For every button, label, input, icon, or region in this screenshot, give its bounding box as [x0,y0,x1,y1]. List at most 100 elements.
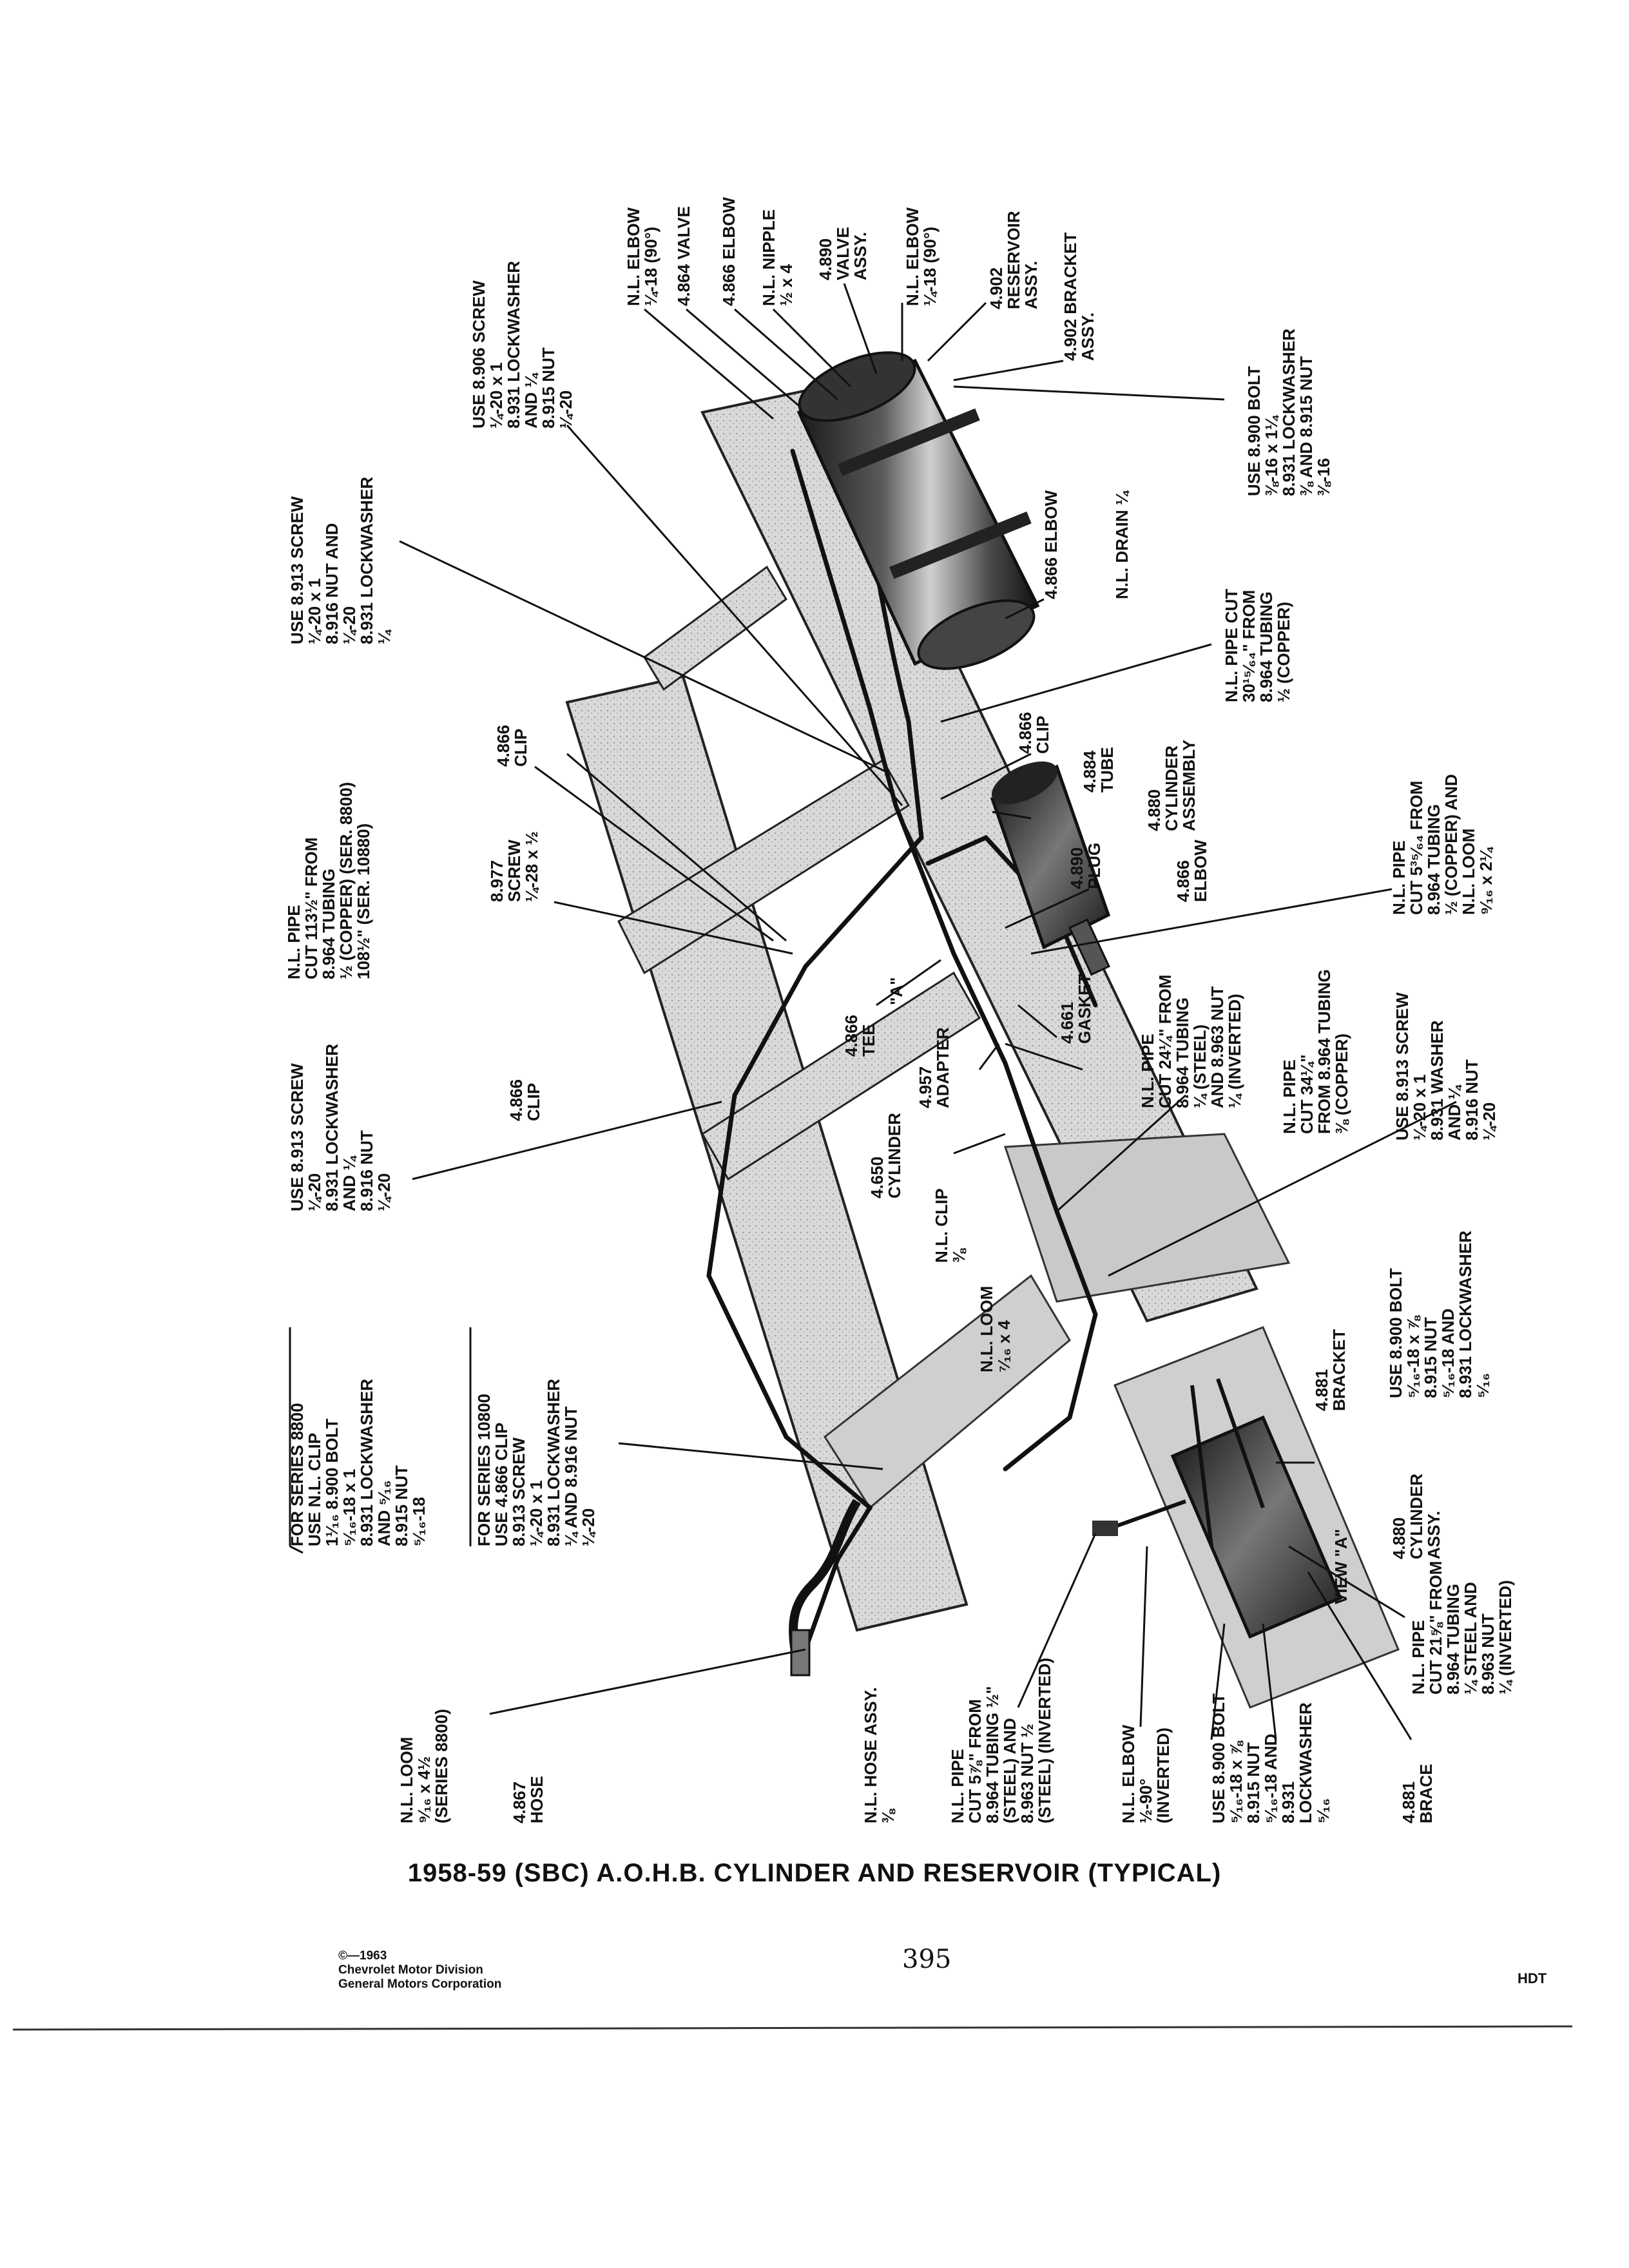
callout-line: ¼-28 x ½ [522,831,541,902]
callout-label: N.L. ELBOW¼-18 (90°) [624,207,660,306]
callout-line: ¼-20 [556,390,575,428]
callout-label: USE 8.913 SCREW¼-208.931 LOCKWASHERAND ¼… [287,1044,394,1211]
callout-line: CLIP [524,1083,543,1121]
callout-label: USE 8.900 BOLT⅜-16 x 1¼8.931 LOCKWASHER⅜… [1244,329,1333,496]
callout-line: ADAPTER [933,1027,952,1108]
callout-label: N.L. HOSE ASSY.⅜ [861,1687,898,1823]
callout-label: N.L. DRAIN ¼ [1112,490,1132,599]
callout-line: 8.931 LOCKWASHER [357,477,376,644]
callout-line: GASKET [1075,974,1094,1044]
callout-line: 4.890 [816,238,835,280]
callout-line: USE 8.906 SCREW [469,280,488,428]
callout-line: ⅜ [949,1247,969,1263]
callout-line: CYLINDER [885,1113,904,1198]
callout-line: USE 8.900 BOLT [1209,1693,1228,1823]
callout-label: USE 8.900 BOLT⁵⁄₁₆-18 x ⅞8.915 NUT⁵⁄₁₆-1… [1209,1693,1333,1823]
callout-line: ¼-20 x 1 [1410,1074,1429,1140]
callout-labels: N.L. ELBOW¼-18 (90°) 4.864 VALVE 4.866 E… [284,197,1515,1823]
callout-label: 4.866TEE [842,1015,878,1057]
callout-label: N.L. LOOM⁹⁄₁₆ x 4½(SERIES 8800) [397,1709,451,1823]
callout-line: 8.963 NUT ½ [1017,1724,1037,1823]
diagram-title: 1958-59 (SBC) A.O.H.B. CYLINDER AND RESE… [407,1859,1222,1887]
callout-line: N.L. PIPE [1409,1620,1428,1695]
callout-line: ⁵⁄₁₆ [1313,1798,1333,1823]
callout-line: ¼ STEEL AND [1461,1582,1480,1695]
callout-line: ⁵⁄₁₆-18 AND [1261,1734,1280,1823]
callout-label: N.L. LOOM⁷⁄₁₆ x 4 [977,1286,1014,1372]
callout-line: ¼ AND 8.916 NUT [561,1407,581,1546]
callout-label: 4.902RESERVOIRASSY. [987,211,1041,309]
callout-label: 4.957ADAPTER [916,1027,952,1108]
callout-line: ¼-20 x 1 [305,578,324,644]
callout-line: 108½" (SER. 10880) [354,823,373,979]
callout-line: ⁵⁄₁₆-18 x ⅞ [1226,1740,1246,1823]
callout-line: 8.915 NUT [1421,1317,1440,1398]
callout-line: ⁵⁄₁₆-18 [409,1497,429,1546]
callout-line: AND ¼ [340,1155,359,1211]
section-code: HDT [1518,1970,1547,1986]
callout-label: 4.881BRACKET [1312,1329,1349,1411]
callout-line: USE 8.913 SCREW [1393,992,1412,1140]
callout-label: N.L. PIPE CUT30¹⁵⁄₆₄" FROM8.964 TUBING½ … [1222,589,1293,702]
callout-label: N.L. CLIP⅜ [932,1188,969,1263]
callout-line: N.L. PIPE [1138,1033,1157,1108]
copyright-line: General Motors Corporation [338,1977,502,1991]
page-number: 395 [902,1945,952,1974]
callout-line: ¼-20 [340,606,359,644]
callout-line: 8.964 TUBING [319,869,338,979]
callout-line: N.L. PIPE [1389,840,1409,915]
callout-label: 4.880CYLINDERASSY. [1389,1474,1443,1559]
callout-line: ⅜-16 x 1¼ [1262,414,1281,496]
callout-line: 4.884 [1080,750,1099,793]
callout-line: VIEW "A" [1331,1529,1351,1604]
callout-line: LOCKWASHER [1296,1702,1315,1823]
callout-line: 4.864 VALVE [674,206,693,306]
callout-label: USE 8.913 SCREW¼-20 x 18.916 NUT AND¼-20… [287,477,394,644]
callout-label: 4.866CLIP [1016,712,1052,754]
callout-line: N.L. HOSE ASSY. [861,1687,880,1823]
callout-line: 4.880 [1144,789,1164,831]
callout-label: 4.866ELBOW [1173,840,1210,902]
callout-line: CYLINDER [1162,745,1181,831]
callout-label: "A" [887,977,906,1005]
callout-label: N.L. PIPECUT 113½" FROM8.964 TUBING½ (CO… [284,782,373,979]
callout-line: N.L. ELBOW [903,207,922,306]
callout-line: AND ¼ [521,372,541,428]
callout-line: ½ (COPPER) (SER. 8800) [336,782,356,979]
callout-line: CUT 5³⁵⁄₆₄ FROM [1407,781,1426,915]
reservoir-tank [796,351,1040,670]
callout-line: 8.964 TUBING [1443,1584,1463,1695]
callout-line: (INVERTED) [1153,1727,1173,1823]
callout-line: ASSY. [851,232,870,280]
callout-line: USE 8.913 SCREW [287,1063,307,1211]
callout-line: 8.931 LOCKWASHER [1456,1231,1475,1398]
callout-label: 4.866 ELBOW [719,197,738,306]
callout-line: N.L. ELBOW [624,207,643,306]
callout-line: ⁵⁄₁₆-18 AND [1438,1309,1458,1398]
callout-line: RESERVOIR [1004,211,1023,309]
callout-line: 4.881 [1312,1369,1331,1411]
callout-label: 4.884TUBE [1080,747,1117,793]
callout-label: VIEW "A" [1331,1529,1351,1604]
callout-line: ¼-20 [305,1173,324,1211]
callout-line: ½ x 4 [776,264,796,306]
callout-line: ⁵⁄₁₆-18 x ⅞ [1403,1314,1423,1398]
callout-line: VALVE [833,227,853,280]
callout-line: N.L. LOOM [1459,829,1478,915]
callout-line: CUT 24¼" FROM [1155,975,1175,1108]
callout-line: 4.881 [1399,1782,1418,1823]
callout-label: 4.650CYLINDER [867,1113,904,1198]
callout-line: ¼ (STEEL) [1190,1024,1210,1108]
callout-line: (STEEL) (INVERTED) [1035,1658,1054,1823]
copyright-line: Chevrolet Motor Division [338,1963,483,1977]
callout-line: USE 8.900 BOLT [1386,1268,1405,1398]
callout-line: 4.650 [867,1157,887,1198]
callout-line: ¼-20 [374,1173,394,1211]
callout-line: 4.866 [506,1079,526,1121]
callout-line: 8.915 NUT [392,1465,411,1546]
callout-line: ¼-18 (90°) [641,227,660,306]
callout-line: ½ (COPPER) AND [1441,774,1461,915]
callout-line: ⁹⁄₁₆ x 4½ [414,1756,434,1823]
callout-line: TUBE [1097,747,1117,793]
callout-line: 8.964 TUBING [1424,804,1443,915]
